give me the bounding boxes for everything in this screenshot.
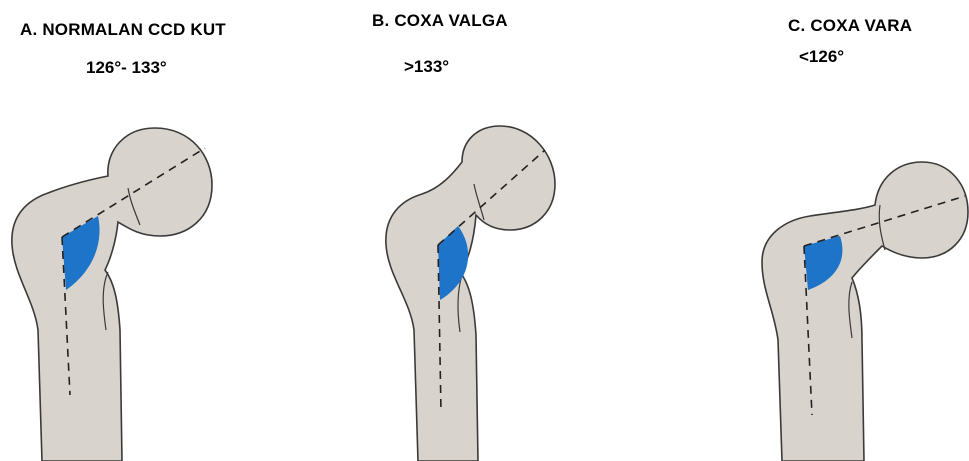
femur-normal xyxy=(12,128,212,461)
femur-normal-bone xyxy=(12,128,212,461)
femur-valga xyxy=(386,126,555,461)
femur-vara xyxy=(762,162,968,461)
femur-vara-bone xyxy=(762,162,968,461)
femur-valga-bone xyxy=(386,126,555,461)
